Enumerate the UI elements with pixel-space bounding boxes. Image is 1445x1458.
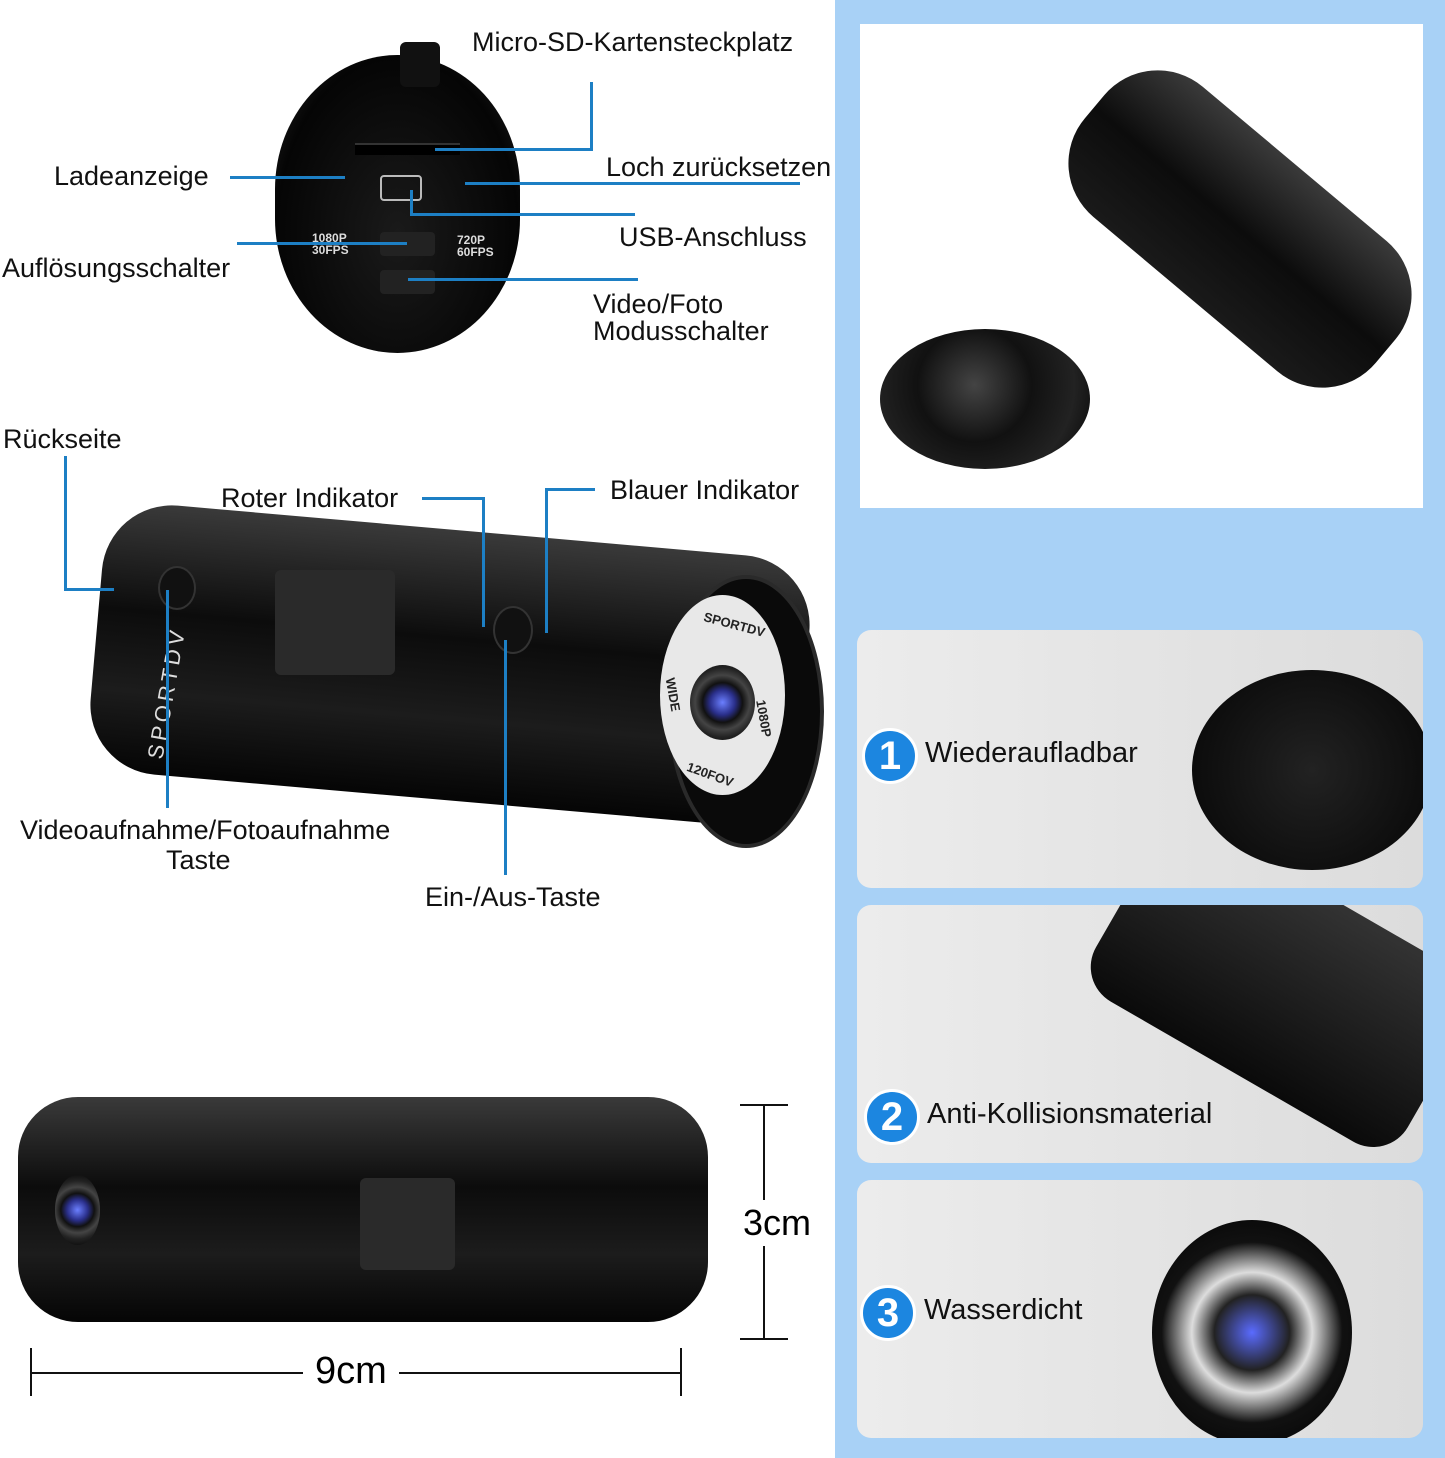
leader-line (408, 278, 638, 281)
label-reset-hole: Loch zurücksetzen (606, 152, 832, 182)
label-mode-switch-1: Video/Foto (593, 289, 724, 319)
height-value: 3cm (743, 1200, 812, 1246)
feature-photo (1152, 1220, 1352, 1438)
leader-line (64, 456, 67, 589)
label-blue-indicator: Blauer Indikator (610, 475, 800, 505)
leader-line (545, 488, 548, 633)
feature-number: 3 (860, 1285, 916, 1341)
leader-line (504, 640, 507, 875)
mode-switch (380, 270, 435, 294)
leader-line (435, 148, 593, 151)
text: 30FPS (312, 243, 349, 257)
leader-line (590, 82, 593, 150)
feature-card-1: 1 Wiederaufladbar (857, 630, 1423, 888)
label-sd-slot: Micro-SD-Kartensteckplatz (472, 27, 794, 57)
text: 1080P (312, 231, 347, 245)
text: 60FPS (457, 245, 494, 259)
lens (690, 665, 755, 740)
dimension-tick (740, 1338, 788, 1340)
label-resolution-switch: Auflösungsschalter (2, 253, 231, 283)
leader-line (465, 182, 800, 185)
leader-line (230, 176, 345, 179)
product-photo (860, 24, 1441, 508)
leader-line (237, 242, 407, 245)
feature-label: Wasserdicht (924, 1294, 1083, 1326)
camera-rear-view (275, 55, 520, 353)
lens (55, 1175, 100, 1245)
label-mode-switch-2: Modusschalter (593, 316, 769, 346)
feature-number: 2 (864, 1089, 920, 1145)
top-button (400, 42, 440, 87)
record-button (160, 568, 194, 608)
feature-photo (1192, 670, 1423, 870)
leader-line (410, 190, 413, 215)
dimension-tick (30, 1348, 32, 1396)
label-back: Rückseite (3, 424, 122, 454)
label-record-button-1: Videoaufnahme/Fotoaufnahme (20, 815, 391, 845)
feature-label: Anti-Kollisionsmaterial (927, 1098, 1213, 1130)
feature-card-3: 3 Wasserdicht (857, 1180, 1423, 1438)
label-power-button: Ein-/Aus-Taste (425, 882, 601, 912)
label-red-indicator: Roter Indikator (221, 483, 399, 513)
feature-number: 1 (862, 728, 918, 784)
display-window (360, 1178, 455, 1270)
leader-line (166, 590, 169, 808)
feature-label: Wiederaufladbar (925, 737, 1138, 769)
label-usb-port: USB-Anschluss (619, 222, 807, 252)
usb-port (380, 175, 422, 201)
leader-line (410, 213, 635, 216)
feature-card-2: 2 Anti-Kollisionsmaterial (857, 905, 1423, 1163)
text: 720P (457, 233, 486, 247)
mount-base (880, 329, 1090, 469)
dimension-tick (680, 1348, 682, 1396)
leader-line (64, 588, 114, 591)
label-record-button-2: Taste (166, 845, 231, 875)
dimension-tick (740, 1104, 788, 1106)
width-value: 9cm (303, 1350, 399, 1393)
leader-line (545, 488, 595, 491)
leader-line (422, 497, 484, 500)
sd-slot (355, 143, 460, 155)
label-charge-indicator: Ladeanzeige (54, 161, 209, 191)
camera-photo (1039, 41, 1441, 417)
display-window (275, 570, 395, 675)
power-button (495, 608, 531, 652)
leader-line (482, 497, 485, 627)
